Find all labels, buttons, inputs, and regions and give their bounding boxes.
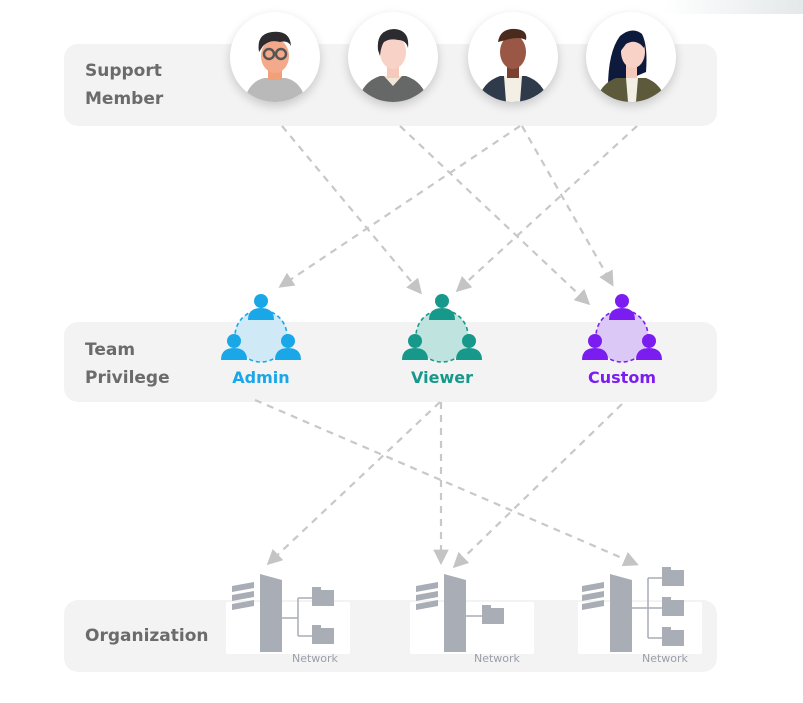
avatar-woman-long-hair-icon [596, 30, 666, 102]
team-label-admin: Admin [232, 368, 290, 387]
arrow-custom-org2 [452, 403, 623, 569]
organization-network-2[interactable]: Network [410, 572, 534, 668]
arrow-member4-viewer [455, 125, 638, 293]
team-privilege-label: Team Privilege [85, 336, 170, 392]
network-server-icon [232, 574, 334, 652]
network-server-icon [416, 574, 504, 652]
member-avatar-4[interactable] [586, 12, 676, 102]
arrow-member2-custom [399, 125, 591, 306]
team-viewer[interactable]: Viewer [387, 290, 497, 387]
admin-group-icon [221, 294, 301, 363]
team-label-line2: Privilege [85, 368, 170, 388]
arrow-viewer-org1 [266, 401, 441, 566]
avatar-man-sweater-icon [358, 29, 428, 102]
member-avatar-1[interactable] [230, 12, 320, 102]
organization-label: Organization [85, 626, 209, 646]
arrow-member1-viewer [281, 125, 422, 295]
support-label-line2: Member [85, 89, 164, 109]
avatar-glasses-man-icon [244, 31, 306, 102]
team-label-line1: Team [85, 340, 136, 360]
network-label-2: Network [474, 652, 520, 665]
team-label-custom: Custom [588, 368, 656, 387]
network-label-1: Network [292, 652, 338, 665]
arrow-admin-org3 [254, 398, 639, 567]
member-avatar-2[interactable] [348, 12, 438, 102]
team-custom[interactable]: Custom [567, 290, 677, 387]
organization-network-3[interactable]: Network [578, 562, 702, 668]
member-avatar-3[interactable] [468, 12, 558, 102]
team-label-viewer: Viewer [411, 368, 473, 387]
custom-group-icon [582, 294, 662, 363]
team-admin[interactable]: Admin [206, 290, 316, 387]
avatar-man-jacket-icon [478, 28, 548, 102]
background-glare [663, 0, 803, 14]
organization-network-1[interactable]: Network [226, 572, 350, 668]
viewer-group-icon [402, 294, 482, 363]
network-server-icon [582, 567, 684, 652]
arrow-member3-admin [278, 125, 521, 288]
network-label-3: Network [642, 652, 688, 665]
arrow-member3-custom [521, 125, 614, 287]
support-member-label: Support Member [85, 57, 163, 113]
support-label-line1: Support [85, 61, 162, 81]
